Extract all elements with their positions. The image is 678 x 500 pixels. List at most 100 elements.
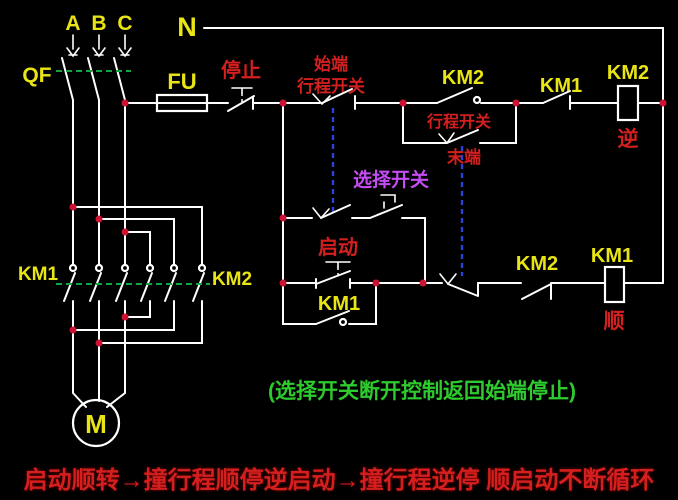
km1-seal-label: KM1 xyxy=(318,293,360,315)
blade xyxy=(521,283,552,300)
contact-terminal xyxy=(120,263,130,273)
cycle-banner: 启动顺转→撞行程顺停逆启动→撞行程逆停 顺启动不断循环 xyxy=(24,466,655,494)
contact-terminal xyxy=(169,263,179,273)
parallel-branch-wire xyxy=(402,102,517,144)
nc-stop-bar xyxy=(354,95,404,110)
breaker-qf: QF xyxy=(22,57,131,101)
motor: M xyxy=(71,398,121,448)
junction xyxy=(659,99,667,107)
start-label: 启动 xyxy=(318,235,358,259)
km2-branch-crossover xyxy=(72,206,203,266)
branch-wire xyxy=(282,282,317,325)
blade xyxy=(321,88,353,104)
contact-terminal xyxy=(472,95,482,105)
branch-wire xyxy=(348,282,377,325)
km2-seal-contact: KM2 xyxy=(402,67,517,105)
km1-main-label: KM1 xyxy=(18,264,59,285)
selector-handle-icon xyxy=(380,194,396,209)
phase-c-arrow-icon xyxy=(118,47,132,58)
blades xyxy=(63,272,128,302)
stop-button-symbol: 停止 xyxy=(221,58,284,112)
neutral-rail: N xyxy=(177,12,664,284)
selector-switch-contact: 选择开关 xyxy=(353,168,429,284)
km2-coil: KM2 逆 xyxy=(607,62,664,151)
km2-interlock-contact: KM2 xyxy=(516,253,606,300)
stop-actuator xyxy=(231,87,253,94)
phase-b-out xyxy=(98,300,203,402)
km2-interlock-label: KM2 xyxy=(516,253,558,275)
junction xyxy=(279,279,287,287)
blade xyxy=(436,87,473,104)
junction xyxy=(419,279,427,287)
km1-interlock-label: KM1 xyxy=(540,75,582,97)
fuse-body xyxy=(155,93,209,113)
blade xyxy=(315,310,350,325)
phase-b-arrow-icon xyxy=(92,47,106,58)
phase-verticals xyxy=(72,99,126,266)
junction xyxy=(512,99,520,107)
km2-coil-label: KM2 xyxy=(607,62,649,84)
neutral-rail-wire xyxy=(203,27,664,284)
junction xyxy=(121,228,129,236)
start-limit-nc-contact: 始端 行程开关 xyxy=(282,54,404,212)
stop-label: 停止 xyxy=(221,58,261,82)
incoming-phases: A B C xyxy=(65,12,133,58)
phase-b-label: B xyxy=(91,12,106,35)
contact-terminal xyxy=(145,263,155,273)
junction xyxy=(69,326,77,334)
roller-arrow-icon xyxy=(312,93,331,105)
km1-main-contacts: KM1 xyxy=(18,263,130,302)
blade xyxy=(447,282,479,297)
motor-body xyxy=(71,398,121,448)
km1-seal-contact: KM1 xyxy=(282,282,377,327)
km2-main-label: KM2 xyxy=(212,269,252,290)
phase-a-out xyxy=(72,300,175,408)
selector-label: 选择开关 xyxy=(353,168,429,191)
fuse-fu: FU xyxy=(124,69,229,113)
blades xyxy=(140,272,205,302)
junction xyxy=(279,214,287,222)
junction xyxy=(95,339,103,347)
roller-arrow-icon xyxy=(438,132,455,144)
junction xyxy=(279,99,287,107)
phase-a-arrow-icon xyxy=(66,47,80,58)
km1-coil-body xyxy=(603,265,626,304)
km1-coil: KM1 顺 xyxy=(591,245,664,333)
km1-interlock-contact: KM1 xyxy=(515,75,619,110)
junction xyxy=(399,99,407,107)
junction xyxy=(69,203,77,211)
blade xyxy=(446,129,479,144)
forward-label: 顺 xyxy=(604,310,625,333)
start-button-symbol: 启动 xyxy=(282,235,424,289)
contact-terminal xyxy=(68,263,78,273)
contact-terminal xyxy=(338,317,348,327)
km2-seal-label: KM2 xyxy=(442,67,484,89)
start-limit-label-1: 始端 xyxy=(314,54,348,74)
contact-terminal xyxy=(94,263,104,273)
reverse-label: 逆 xyxy=(618,127,639,151)
km2-main-contacts: KM2 xyxy=(140,263,252,302)
phase-wires xyxy=(72,99,203,266)
start-limit-label-2: 行程开关 xyxy=(296,76,365,96)
km1-coil-label: KM1 xyxy=(591,245,633,267)
selector-note: (选择开关断开控制返回始端停止) xyxy=(268,379,576,403)
phase-leads xyxy=(72,34,126,50)
end-limit-box: 行程开关 末端 xyxy=(402,102,517,276)
motor-feed-wires xyxy=(72,300,203,408)
junction xyxy=(372,279,380,287)
roller-arrow-icon xyxy=(439,273,457,285)
contact-terminal xyxy=(197,263,207,273)
junction-dots xyxy=(69,99,667,347)
end-limit-label: 末端 xyxy=(447,147,481,167)
neutral-label: N xyxy=(177,12,197,42)
phase-c-label: C xyxy=(117,12,132,35)
phase-a-label: A xyxy=(65,12,80,35)
fuse-label: FU xyxy=(167,69,196,94)
end-limit-box-label: 行程开关 xyxy=(426,112,491,131)
breaker-poles xyxy=(61,57,126,101)
blade xyxy=(369,204,403,219)
junction xyxy=(121,313,129,321)
